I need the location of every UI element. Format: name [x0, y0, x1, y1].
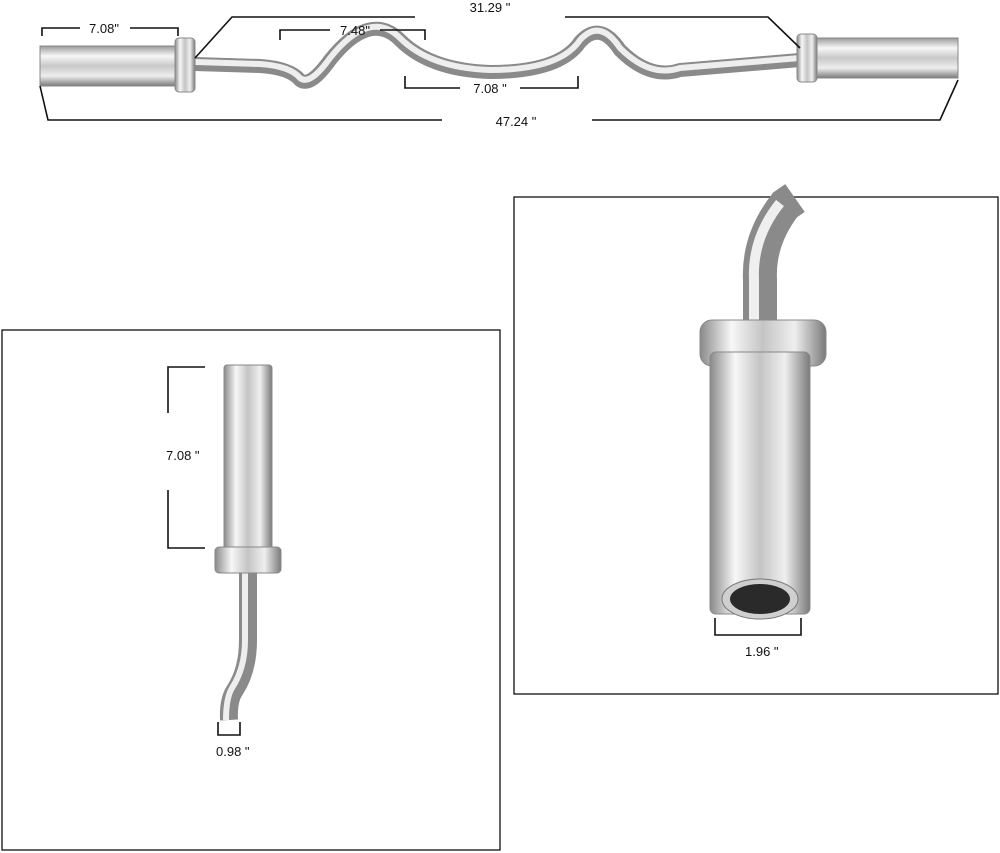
- bar-shaft: [188, 21, 807, 89]
- bar-diameter-label: 0.98 ": [216, 744, 250, 759]
- full-bar-view: 7.08" 31.29 " 7.48" 7.08 " 47.24 ": [39, 0, 959, 129]
- center-grip-dim-line: [404, 76, 460, 89]
- bend-width-label: 7.48": [340, 23, 370, 38]
- sleeve-diameter-label: 1.96 ": [745, 644, 779, 659]
- right-sleeve: [816, 37, 959, 79]
- end-sleeve: [709, 351, 811, 615]
- bend-width-dim-line: [279, 29, 330, 40]
- center-grip-label: 7.08 ": [473, 81, 507, 96]
- sleeve-dim-line: [41, 27, 80, 36]
- right-collar: [796, 33, 818, 83]
- total-length-label: 47.24 ": [496, 114, 537, 129]
- side-sleeve-length-label: 7.08 ": [166, 448, 200, 463]
- end-view-panel: 1.96 ": [513, 184, 999, 695]
- side-sleeve-dim-line: [167, 366, 205, 413]
- end-bar-shaft: [742, 184, 805, 330]
- left-collar: [174, 37, 196, 93]
- side-sleeve: [223, 364, 273, 550]
- left-sleeve: [39, 45, 177, 87]
- side-collar: [214, 546, 282, 574]
- side-view-panel: 7.08 " 0.98 ": [1, 329, 501, 851]
- bar-diameter-dim-line: [217, 722, 241, 736]
- sleeve-length-label: 7.08": [89, 21, 119, 36]
- sleeve-diameter-dim-line: [714, 618, 802, 636]
- grip-span-dim-line: [194, 16, 415, 59]
- grip-span-label: 31.29 ": [470, 0, 511, 15]
- total-length-dim-line: [39, 85, 442, 121]
